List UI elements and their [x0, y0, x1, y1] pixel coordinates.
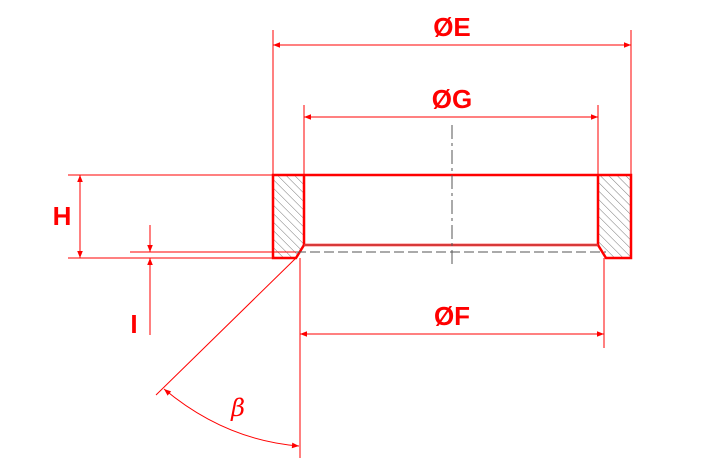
label-seat-diameter: ØF — [434, 301, 470, 331]
angle-arc — [163, 388, 300, 449]
part-section — [271, 173, 633, 260]
dimension-step-height — [130, 225, 296, 335]
label-step-height: I — [130, 309, 137, 339]
dimension-bore-diameter — [303, 105, 599, 175]
label-outer-diameter: ØE — [433, 12, 471, 42]
angle-leg-chamfer — [155, 257, 297, 396]
label-bore-diameter: ØG — [432, 84, 472, 114]
dimension-chamfer-angle — [155, 257, 301, 458]
left-section-hatch — [273, 175, 304, 258]
dimension-outer-diameter — [272, 30, 632, 175]
label-chamfer-angle: β — [230, 394, 245, 422]
dimension-height — [68, 174, 273, 259]
right-section-hatch — [598, 175, 631, 258]
label-height: H — [53, 201, 72, 231]
